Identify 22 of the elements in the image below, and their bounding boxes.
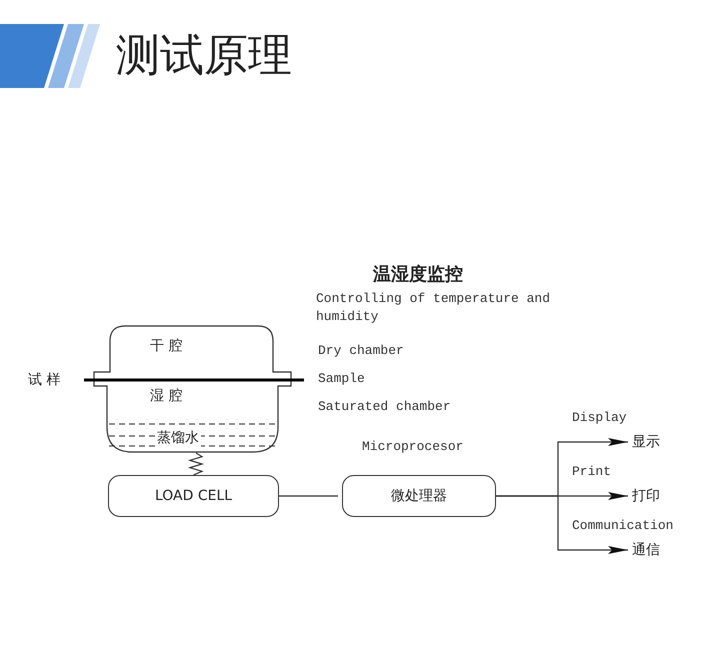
output-label: 显示 — [632, 432, 660, 452]
spring — [188, 452, 204, 476]
part-label: Saturated chamber — [318, 399, 451, 414]
node-label: Communication — [572, 518, 674, 534]
chamber-label: 湿 腔 — [148, 387, 184, 405]
chamber-label: 干 腔 — [148, 337, 184, 355]
title: 测试原理 — [116, 29, 292, 83]
part-label: Dry chamber — [318, 343, 404, 358]
node-label: Display — [572, 410, 627, 426]
connector-line — [279, 495, 338, 497]
heading: 温湿度监控 — [373, 263, 463, 286]
output-label: 打印 — [632, 486, 660, 506]
note: Controlling of temperature and humidity — [316, 290, 552, 326]
load-cell-box: LOAD CELL — [108, 475, 279, 517]
chamber-label: 蒸馏水 — [155, 429, 201, 447]
arrow — [496, 495, 628, 554]
processor-box: 微处理器 — [342, 475, 496, 517]
sample-label: 试 样 — [28, 371, 60, 389]
node-label: Print — [572, 464, 612, 480]
part-label: Sample — [318, 371, 365, 386]
node-label: Microprocesor — [362, 439, 464, 455]
output-label: 通信 — [632, 540, 660, 560]
